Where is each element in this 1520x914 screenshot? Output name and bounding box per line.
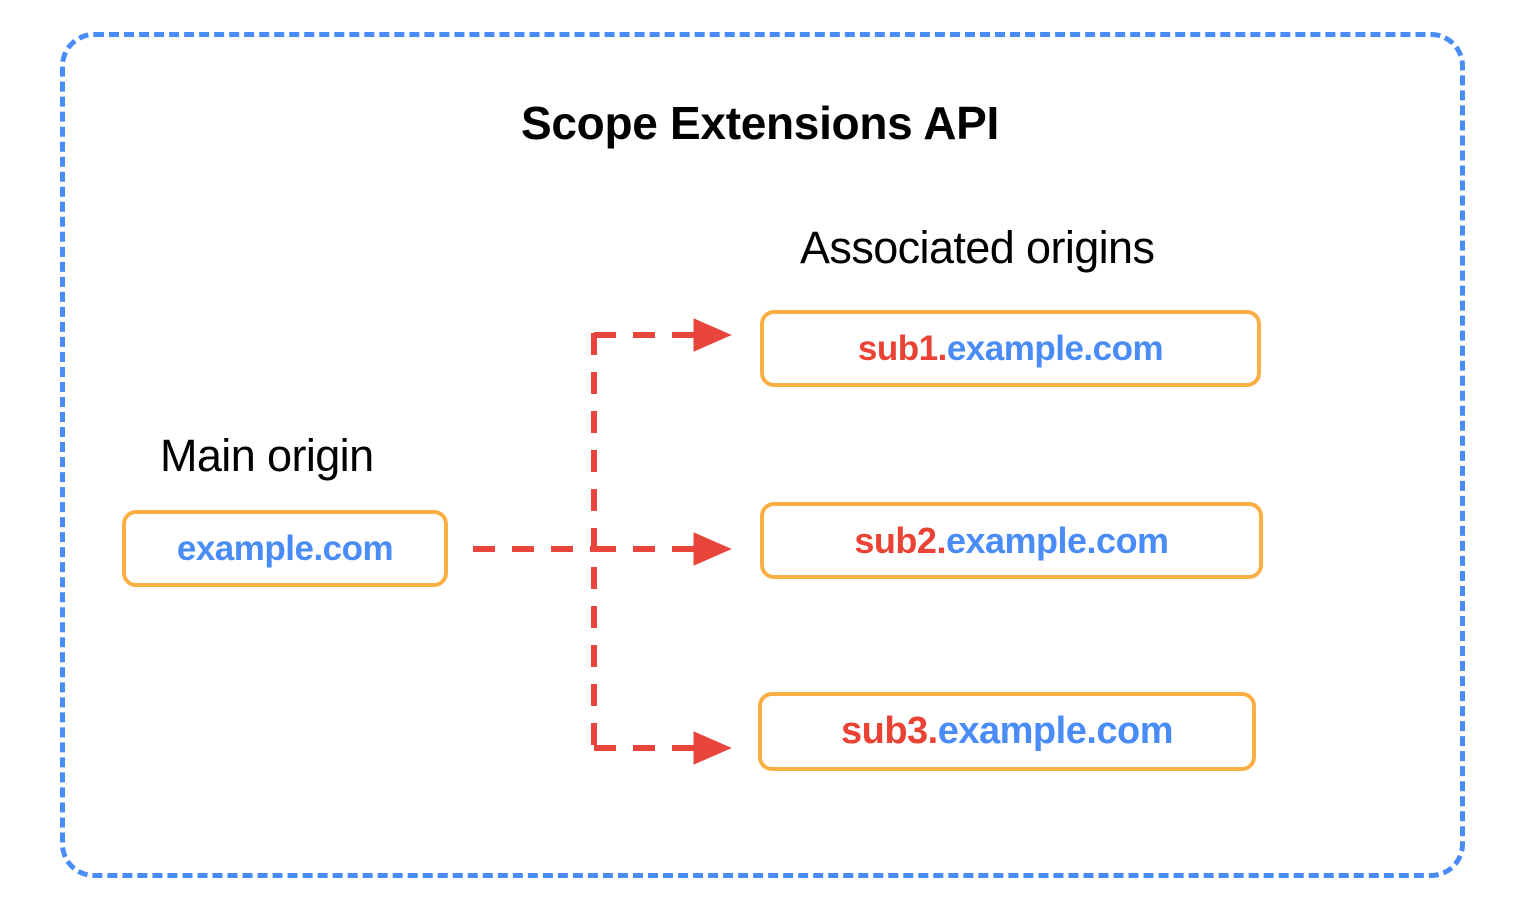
origin-box-sub2[interactable]: sub2.example.com (760, 502, 1263, 579)
origin-subdomain: sub3 (840, 710, 928, 752)
page-title: Scope Extensions API (521, 97, 999, 149)
origin-subdomain: sub1 (857, 328, 938, 368)
origin-box-main[interactable]: example.com (122, 510, 448, 587)
origin-subdomain: sub2 (854, 519, 937, 561)
scope-extensions-container (60, 32, 1465, 878)
origin-box-sub3-text: sub3.example.com (840, 710, 1174, 753)
main-origin-label: Main origin (160, 430, 374, 481)
origin-box-sub1-text: sub1.example.com (857, 328, 1164, 369)
origin-domain: example.com (946, 328, 1164, 368)
origin-box-sub1[interactable]: sub1.example.com (760, 310, 1261, 387)
origin-box-main-text: example.com (176, 528, 394, 569)
origin-domain: example.com (945, 519, 1169, 561)
origin-domain: example.com (937, 710, 1174, 752)
origin-separator: . (927, 710, 939, 752)
origin-separator: . (937, 328, 948, 368)
origin-domain: example.com (176, 528, 394, 568)
origin-box-sub2-text: sub2.example.com (854, 519, 1169, 562)
origin-separator: . (936, 519, 946, 561)
origin-box-sub3[interactable]: sub3.example.com (758, 692, 1256, 771)
associated-origins-label: Associated origins (800, 222, 1155, 273)
